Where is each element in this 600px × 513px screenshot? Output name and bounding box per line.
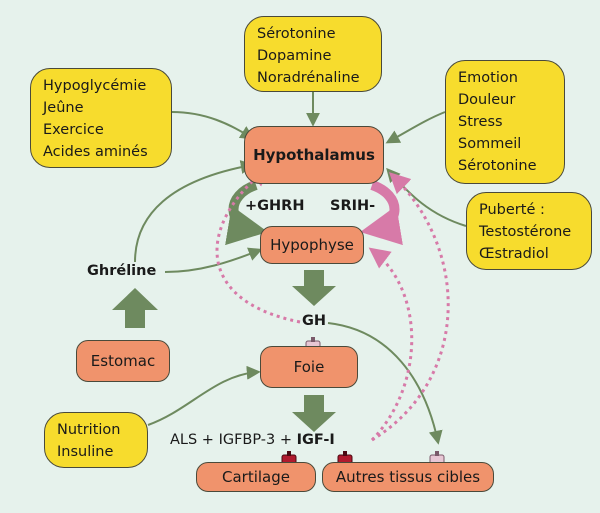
metabolic-line: Jeûne bbox=[43, 100, 84, 116]
metabolic-line: Exercice bbox=[43, 122, 104, 138]
block-arrow-foie-to-igf bbox=[292, 395, 336, 432]
neuro-line: Noradrénaline bbox=[257, 70, 360, 86]
block-arrow-hypophyse-to-gh bbox=[292, 270, 336, 306]
arrow-gh-to-autres bbox=[327, 322, 443, 445]
puberty-line: Testostérone bbox=[479, 224, 572, 240]
arrow-ghreline-to-hypothalamus bbox=[134, 160, 255, 263]
emotion-line: Stress bbox=[458, 114, 503, 130]
igf-label: IGF-I bbox=[296, 432, 335, 448]
arrow-ghrh bbox=[225, 180, 268, 246]
nutrition-line: Nutrition bbox=[57, 422, 121, 438]
arrow-srih bbox=[360, 180, 403, 246]
estomac-box: Estomac bbox=[76, 340, 170, 382]
nutrition-line: Insuline bbox=[57, 444, 114, 460]
neuro-line: Dopamine bbox=[257, 48, 332, 64]
arrow-nutrition-to-foie bbox=[147, 365, 261, 426]
puberty-line: Œstradiol bbox=[479, 246, 549, 262]
hypophyse-box: Hypophyse bbox=[260, 226, 364, 264]
arrow-ghreline-to-hypophyse bbox=[164, 247, 263, 273]
puberty-box: Puberté : Testostérone Œstradiol bbox=[466, 192, 592, 270]
feedback-igf-to-hypothalamus bbox=[371, 172, 450, 442]
cartilage-box: Cartilage bbox=[196, 462, 316, 492]
neuro-box: Sérotonine Dopamine Noradrénaline bbox=[244, 16, 382, 92]
arrow-metabolic-to-hypothalamus bbox=[171, 111, 255, 140]
feedback-gh-to-hypothalamus bbox=[215, 165, 301, 324]
ghreline-label: Ghréline bbox=[87, 263, 157, 279]
srih-label: SRIH- bbox=[330, 198, 376, 214]
metabolic-line: Acides aminés bbox=[43, 144, 148, 160]
metabolic-box: Hypoglycémie Jeûne Exercice Acides aminé… bbox=[30, 68, 172, 168]
emotion-line: Sommeil bbox=[458, 136, 522, 152]
als-igfbp3-label: ALS + IGFBP-3 + bbox=[170, 432, 297, 448]
emotion-line: Douleur bbox=[458, 92, 516, 108]
emotion-line: Sérotonine bbox=[458, 158, 537, 174]
nutrition-box: Nutrition Insuline bbox=[44, 412, 148, 468]
neuro-line: Sérotonine bbox=[257, 26, 336, 42]
gh-label: GH bbox=[302, 313, 327, 329]
block-arrow-estomac-to-ghreline bbox=[112, 288, 158, 328]
hypothalamus-box: Hypothalamus bbox=[244, 126, 384, 184]
feedback-igf-to-hypophyse bbox=[368, 247, 414, 442]
foie-box: Foie bbox=[260, 346, 358, 388]
puberty-line: Puberté : bbox=[479, 202, 545, 218]
autres-tissus-box: Autres tissus cibles bbox=[322, 462, 494, 492]
arrow-emotion-to-hypothalamus bbox=[385, 111, 446, 144]
ghrh-label: +GHRH bbox=[245, 198, 305, 214]
emotion-line: Emotion bbox=[458, 70, 518, 86]
metabolic-line: Hypoglycémie bbox=[43, 78, 147, 94]
emotion-box: Emotion Douleur Stress Sommeil Sérotonin… bbox=[445, 60, 565, 184]
igf-line: ALS + IGFBP-3 + IGF-I bbox=[170, 432, 335, 448]
